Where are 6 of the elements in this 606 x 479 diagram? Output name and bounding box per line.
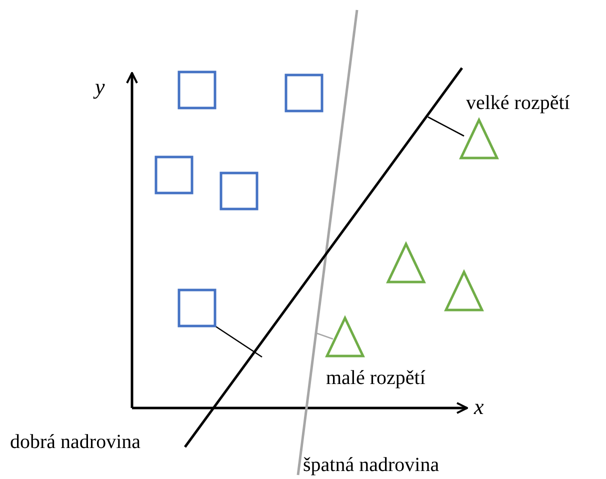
margin-label: velké rozpětí: [466, 93, 570, 113]
axis-label: y: [95, 76, 105, 98]
margin-label: malé rozpětí: [326, 368, 426, 388]
hyperplane-label: špatná nadrovina: [303, 455, 440, 475]
axis-label: x: [474, 396, 484, 418]
hyperplane-label: dobrá nadrovina: [10, 432, 141, 452]
